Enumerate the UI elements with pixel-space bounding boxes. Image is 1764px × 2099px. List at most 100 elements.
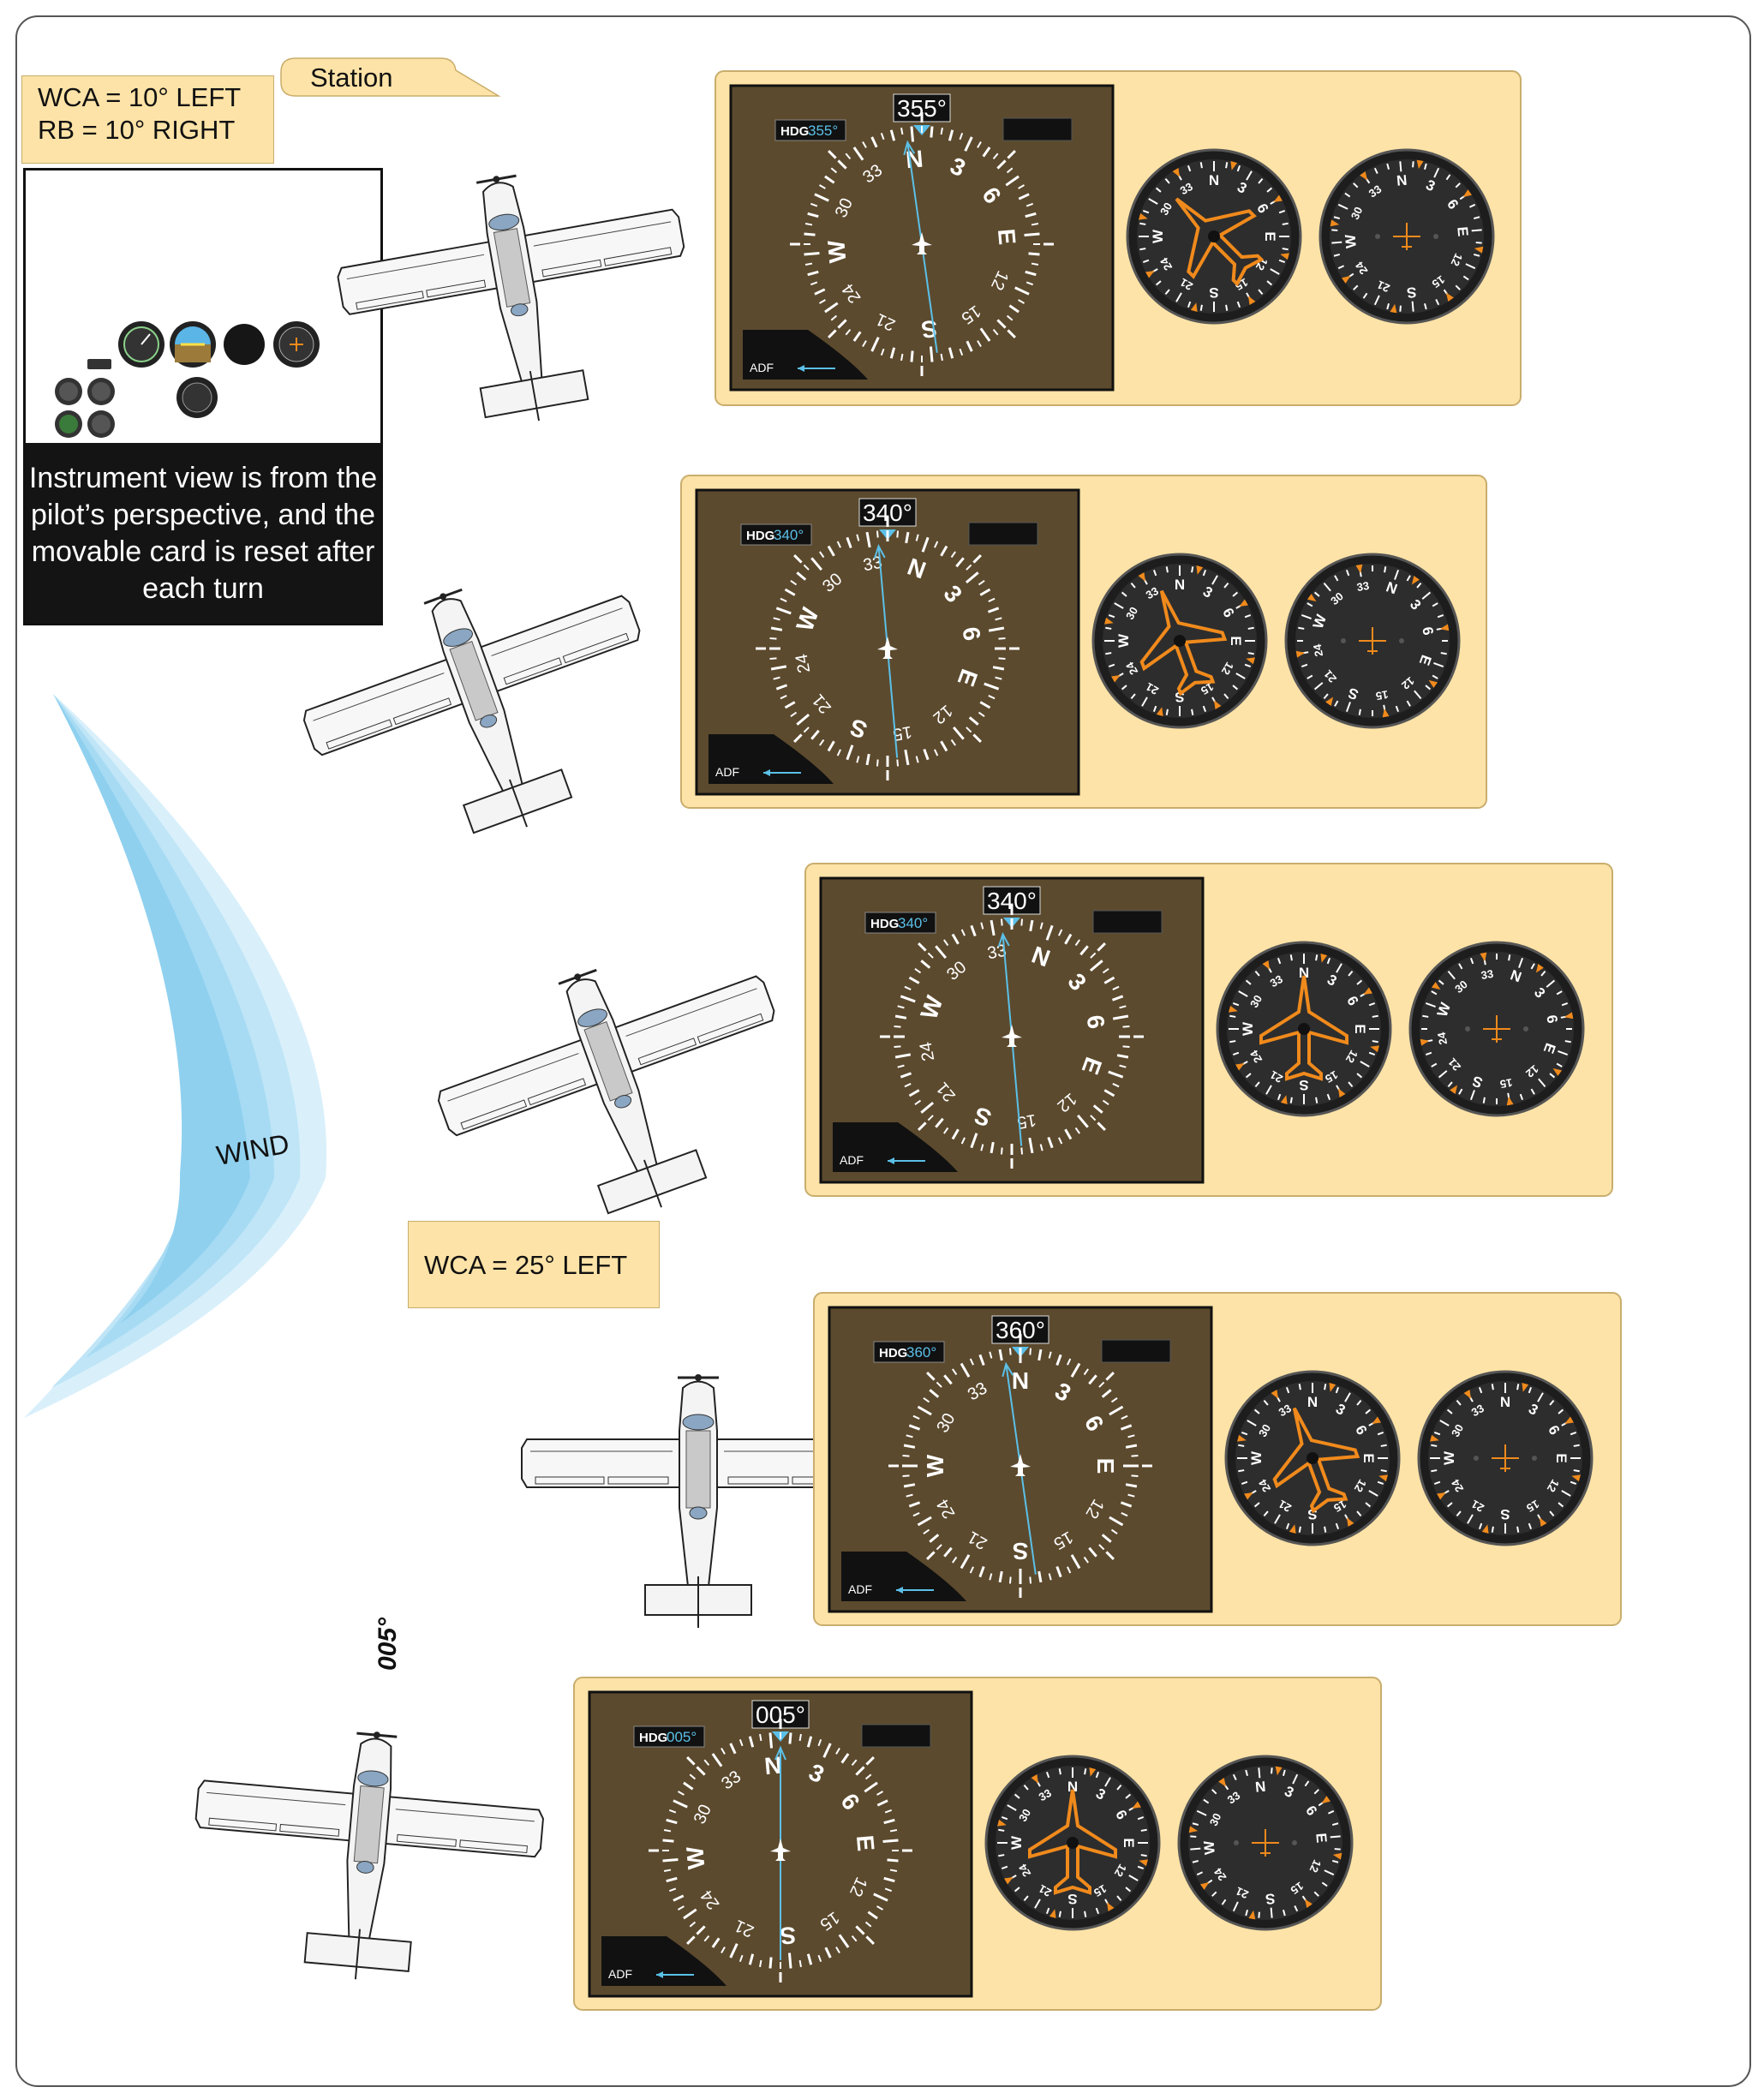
adf-inset <box>709 734 834 784</box>
compass-label: S <box>920 315 938 344</box>
svg-text:33: 33 <box>1225 1789 1242 1807</box>
svg-text:30: 30 <box>1016 1807 1033 1824</box>
adf-inset <box>841 1552 966 1601</box>
hdg-value: 340° <box>774 527 804 543</box>
compass-label: S <box>1013 1538 1029 1564</box>
svg-text:S: S <box>1299 1077 1308 1093</box>
svg-text:E: E <box>1313 1833 1330 1844</box>
svg-text:30: 30 <box>1247 993 1265 1010</box>
compass-label: W <box>922 1454 948 1477</box>
readout-box <box>1101 1339 1171 1363</box>
svg-text:33: 33 <box>1277 1402 1294 1419</box>
svg-text:15: 15 <box>1524 1498 1541 1515</box>
compass-label: 24 <box>917 1040 939 1062</box>
compass-label: N <box>763 1752 783 1780</box>
svg-text:21: 21 <box>1268 1068 1285 1085</box>
svg-text:W: W <box>1248 1450 1265 1465</box>
instrument-note-box: Instrument view is from the pilot’s pers… <box>23 168 383 625</box>
svg-text:E: E <box>1360 1453 1377 1462</box>
svg-text:33: 33 <box>1355 579 1370 594</box>
svg-text:30: 30 <box>1157 200 1175 218</box>
svg-text:33: 33 <box>1144 584 1161 601</box>
svg-text:12: 12 <box>1545 1477 1562 1494</box>
svg-text:21: 21 <box>1178 276 1195 293</box>
svg-text:N: N <box>1175 577 1185 593</box>
svg-text:N: N <box>1508 966 1523 985</box>
svg-text:S: S <box>1265 1890 1276 1907</box>
svg-text:15: 15 <box>1430 273 1447 291</box>
svg-text:12: 12 <box>1307 1858 1324 1875</box>
wca-mid-callout: WCA = 25° LEFT <box>408 1221 660 1308</box>
svg-text:N: N <box>1500 1394 1510 1410</box>
airplane-symbol <box>1002 1025 1022 1047</box>
svg-text:S: S <box>1406 284 1417 301</box>
svg-text:21: 21 <box>1277 1498 1294 1515</box>
svg-text:33: 33 <box>1469 1402 1486 1419</box>
svg-text:30: 30 <box>1348 205 1366 221</box>
compass-label: E <box>1092 1458 1119 1474</box>
svg-text:S: S <box>1209 284 1218 301</box>
svg-text:N: N <box>1299 965 1309 981</box>
compass-label: S <box>779 1922 797 1950</box>
svg-text:W: W <box>1008 1835 1025 1850</box>
compass-label: E <box>852 1834 880 1852</box>
compass-label: E <box>993 228 1021 246</box>
hdg-label: HDG <box>780 124 809 139</box>
svg-text:30: 30 <box>1207 1811 1224 1827</box>
adf-inset <box>601 1936 727 1986</box>
hdg-box <box>740 523 812 546</box>
compass-label: 6 <box>1081 1013 1109 1031</box>
svg-text:30: 30 <box>1256 1422 1273 1439</box>
svg-text:15: 15 <box>1091 1882 1109 1899</box>
hdg-value: 355° <box>808 123 838 139</box>
readout-box <box>968 522 1038 546</box>
compass-label: 6 <box>957 625 985 643</box>
rb-top-text: RB = 10° RIGHT <box>38 115 236 145</box>
svg-text:24: 24 <box>1311 643 1325 658</box>
svg-text:W: W <box>1342 233 1360 249</box>
svg-text:15: 15 <box>1323 1068 1340 1085</box>
airplane-symbol <box>770 1839 791 1861</box>
svg-text:33: 33 <box>1480 967 1494 982</box>
hdg-value: 360° <box>906 1344 936 1360</box>
svg-text:33: 33 <box>1366 182 1384 200</box>
svg-text:E: E <box>1454 226 1471 237</box>
hdg-box <box>774 119 846 141</box>
svg-text:S: S <box>1175 689 1184 705</box>
svg-text:W: W <box>1201 1839 1218 1856</box>
svg-text:12: 12 <box>1352 1477 1369 1494</box>
compass-label: W <box>681 1845 709 1871</box>
adf-inset <box>833 1122 958 1172</box>
svg-text:30: 30 <box>1123 605 1140 622</box>
svg-text:S: S <box>1067 1891 1077 1907</box>
hdg-value: 005° <box>667 1729 697 1745</box>
svg-text:W: W <box>1310 612 1330 631</box>
svg-text:E: E <box>1121 1838 1137 1847</box>
svg-text:N: N <box>1209 172 1219 188</box>
svg-text:E: E <box>1228 636 1244 645</box>
svg-text:12: 12 <box>1112 1862 1129 1879</box>
svg-text:33: 33 <box>1037 1786 1054 1803</box>
compass-label: W <box>822 239 851 265</box>
svg-text:S: S <box>1500 1506 1510 1522</box>
adf-label: ADF <box>840 1153 864 1167</box>
svg-text:E: E <box>1262 231 1278 241</box>
wca-mid-text: WCA = 25° LEFT <box>424 1250 628 1280</box>
adf-label: ADF <box>848 1582 872 1596</box>
adf-label: ADF <box>715 765 739 779</box>
svg-text:21: 21 <box>1469 1498 1486 1515</box>
svg-text:W: W <box>1240 1021 1256 1036</box>
svg-text:6: 6 <box>1543 1014 1560 1025</box>
hdg-value: 340° <box>898 915 928 931</box>
svg-text:W: W <box>1115 633 1132 648</box>
